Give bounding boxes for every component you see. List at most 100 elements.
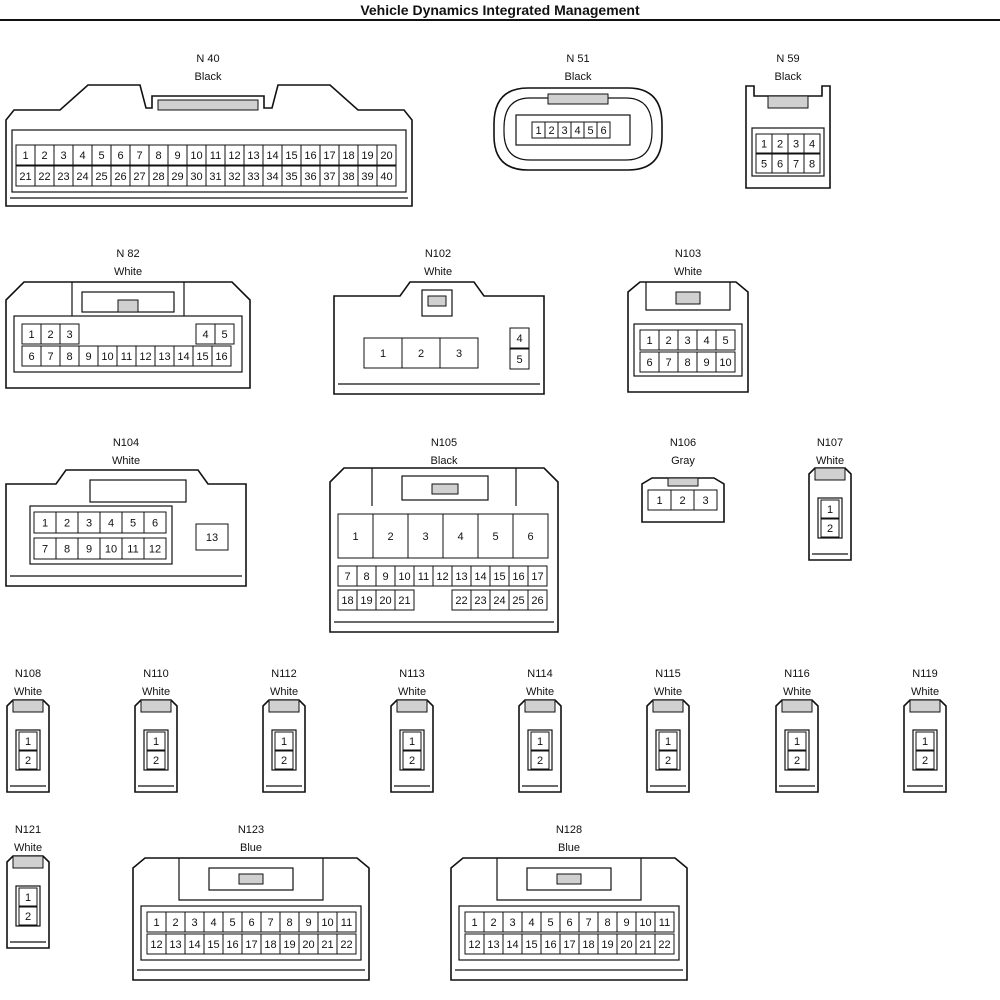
- pin-number-n104-11: 11: [127, 544, 138, 556]
- pin-cell-n59-4: [803, 133, 821, 154]
- latch: [781, 699, 813, 713]
- pin-number-n104-4: 4: [108, 518, 114, 530]
- pin-number-n128-7: 7: [585, 917, 591, 929]
- pin-number-n40-37: 37: [323, 171, 335, 183]
- pin-cell-n116-1: [787, 731, 807, 751]
- pin-number-n128-18: 18: [582, 939, 594, 951]
- pin-number-n112-2: 2: [281, 755, 287, 767]
- pin-number-n105-23: 23: [474, 595, 486, 607]
- pin-number-n59-6: 6: [777, 159, 783, 171]
- pin-number-n40-14: 14: [266, 150, 278, 162]
- pin-number-n103-10: 10: [719, 357, 731, 369]
- pin-cell-n108-1: [18, 731, 38, 751]
- latch: [675, 291, 701, 305]
- pin-number-n128-12: 12: [468, 939, 480, 951]
- connector-color-n112: White: [270, 686, 298, 698]
- pin-cell-n102-1: [363, 337, 403, 369]
- pin-cell-n105-2: [372, 513, 409, 559]
- pin-cell-n102-3: [439, 337, 479, 369]
- pin-number-n106-2: 2: [679, 495, 685, 507]
- pin-number-n103-6: 6: [646, 357, 652, 369]
- pin-number-n113-2: 2: [409, 755, 415, 767]
- pin-number-n128-13: 13: [487, 939, 499, 951]
- pin-number-n51-3: 3: [561, 125, 567, 137]
- connector-id-n107: N107: [817, 437, 843, 449]
- pin-number-n59-1: 1: [761, 139, 767, 151]
- pin-cell-n105-5: [477, 513, 514, 559]
- pin-number-n102-4: 4: [516, 333, 522, 345]
- pin-number-n59-3: 3: [793, 139, 799, 151]
- pin-number-n40-19: 19: [361, 150, 373, 162]
- connector-color-n51: Black: [565, 71, 592, 83]
- pin-cell-n102-5: [509, 348, 530, 370]
- pin-number-n105-10: 10: [398, 571, 410, 583]
- pin-cell-n121-1: [18, 887, 38, 907]
- pin-cell-n104-13: [195, 523, 229, 551]
- latch-tab: [117, 299, 139, 313]
- pin-cell-n103-10: [715, 351, 736, 373]
- pin-number-n128-4: 4: [528, 917, 534, 929]
- lock-frame: [496, 858, 642, 901]
- page-title: Vehicle Dynamics Integrated Management: [360, 2, 640, 18]
- pin-number-n51-6: 6: [600, 125, 606, 137]
- pin-number-n123-7: 7: [267, 917, 273, 929]
- pin-cell-n113-1: [402, 731, 422, 751]
- pin-number-n102-3: 3: [456, 348, 462, 360]
- pin-number-n103-8: 8: [684, 357, 690, 369]
- pin-number-n105-13: 13: [455, 571, 467, 583]
- pin-number-n104-9: 9: [86, 544, 92, 556]
- pin-cell-n103-5: [715, 329, 736, 351]
- connector-color-n110: White: [142, 686, 170, 698]
- pin-number-n59-4: 4: [809, 139, 815, 151]
- pin-number-n107-2: 2: [827, 523, 833, 535]
- pin-number-n40-28: 28: [152, 171, 164, 183]
- pin-number-n51-5: 5: [587, 125, 593, 137]
- pin-number-n105-22: 22: [455, 595, 467, 607]
- pin-number-n82-13: 13: [158, 351, 170, 363]
- connector-color-n115: White: [654, 686, 682, 698]
- pin-cell-n128-11: [654, 911, 675, 933]
- pin-number-n104-10: 10: [105, 544, 117, 556]
- pin-number-n59-5: 5: [761, 159, 767, 171]
- pin-number-n123-5: 5: [229, 917, 235, 929]
- latch: [268, 699, 300, 713]
- pin-number-n128-20: 20: [620, 939, 632, 951]
- pin-cell-n119-1: [915, 731, 935, 751]
- pin-cell-n107-2: [820, 518, 840, 538]
- pin-number-n82-1: 1: [28, 329, 34, 341]
- pin-number-n40-15: 15: [285, 150, 297, 162]
- latch: [667, 477, 699, 487]
- pin-number-n40-29: 29: [171, 171, 183, 183]
- pin-number-n105-4: 4: [457, 531, 463, 543]
- pin-number-n123-6: 6: [248, 917, 254, 929]
- connector-color-n116: White: [783, 686, 811, 698]
- pin-number-n116-2: 2: [794, 755, 800, 767]
- connector-color-n128: Blue: [558, 842, 580, 854]
- header-bar: Vehicle Dynamics Integrated Management: [0, 0, 1000, 21]
- pin-number-n40-1: 1: [22, 150, 28, 162]
- pin-number-n103-2: 2: [665, 335, 671, 347]
- pin-number-n82-6: 6: [28, 351, 34, 363]
- connector-color-n119: White: [911, 686, 939, 698]
- connector-color-n113: White: [398, 686, 426, 698]
- latch: [547, 93, 609, 105]
- connector-color-n59: Black: [775, 71, 802, 83]
- pin-number-n105-24: 24: [493, 595, 505, 607]
- pin-number-n104-8: 8: [64, 544, 70, 556]
- pin-cell-n123-22: [336, 933, 357, 955]
- pin-number-n108-2: 2: [25, 755, 31, 767]
- pin-cell-n82-3: [59, 323, 80, 345]
- pin-cell-n105-21: [394, 589, 415, 611]
- pin-number-n128-19: 19: [601, 939, 613, 951]
- pin-number-n82-12: 12: [139, 351, 151, 363]
- pin-number-n105-6: 6: [527, 531, 533, 543]
- pin-number-n103-3: 3: [684, 335, 690, 347]
- pin-number-n105-17: 17: [531, 571, 543, 583]
- pin-cell-n104-12: [143, 537, 167, 560]
- connector-id-n119: N119: [912, 668, 937, 680]
- pin-number-n40-10: 10: [190, 150, 202, 162]
